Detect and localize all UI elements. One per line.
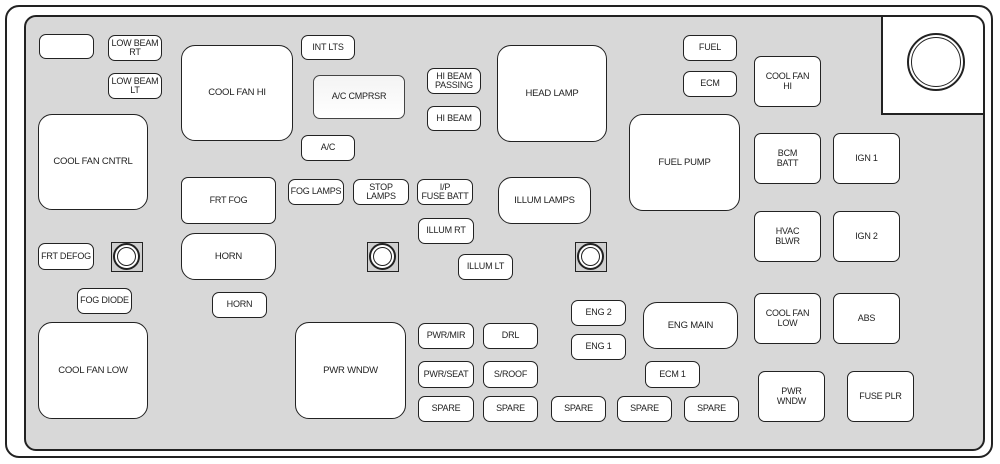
fuse-drl[interactable]: DRL xyxy=(483,323,538,349)
fuse-fuel[interactable]: FUEL xyxy=(683,35,737,61)
fuse-spare[interactable]: SPARE xyxy=(418,396,474,422)
fuse-low-beam-lt[interactable]: LOW BEAM LT xyxy=(108,73,162,99)
fuse-frt-defog[interactable]: FRT DEFOG xyxy=(38,243,94,270)
fuse-stop-lamps[interactable]: STOP LAMPS xyxy=(353,179,409,205)
fuse-horn[interactable]: HORN xyxy=(212,292,267,318)
fuse-fog-diode[interactable]: FOG DIODE xyxy=(77,288,132,314)
fuse-ac[interactable]: A/C xyxy=(301,135,355,161)
fuse-blank[interactable] xyxy=(39,34,94,59)
fuse-hi-beam-passing[interactable]: HI BEAM PASSING xyxy=(427,68,481,94)
stud-terminal-icon xyxy=(575,242,607,272)
relay-cool-fan-cntrl[interactable]: COOL FAN CNTRL xyxy=(38,114,148,210)
relay-ign-2[interactable]: IGN 2 xyxy=(833,211,900,262)
fuse-spare[interactable]: SPARE xyxy=(684,396,739,422)
relay-ac-cmprsr[interactable]: A/C CMPRSR xyxy=(313,75,405,119)
relay-cool-fan-low[interactable]: COOL FAN LOW xyxy=(38,322,148,419)
fuse-ip-fuse-batt[interactable]: I/P FUSE BATT xyxy=(417,179,473,205)
relay-fuel-pump[interactable]: FUEL PUMP xyxy=(629,114,740,211)
fuse-pwr-seat[interactable]: PWR/SEAT xyxy=(418,361,474,388)
relay-cool-fan-hi-small[interactable]: COOL FAN HI xyxy=(754,56,821,107)
relay-eng-main[interactable]: ENG MAIN xyxy=(643,302,738,349)
relay-bcm-batt[interactable]: BCM BATT xyxy=(754,133,821,184)
relay-cool-fan-low-small[interactable]: COOL FAN LOW xyxy=(754,293,821,344)
mounting-hole-icon xyxy=(907,33,965,91)
fuse-low-beam-rt[interactable]: LOW BEAM RT xyxy=(108,35,162,61)
relay-head-lamp[interactable]: HEAD LAMP xyxy=(497,45,607,142)
fuse-pwr-mir[interactable]: PWR/MIR xyxy=(418,323,474,349)
fuse-illum-rt[interactable]: ILLUM RT xyxy=(418,218,474,244)
stud-terminal-icon xyxy=(367,242,399,272)
fuse-spare[interactable]: SPARE xyxy=(617,396,672,422)
mounting-corner xyxy=(881,17,983,115)
relay-frt-fog[interactable]: FRT FOG xyxy=(181,177,276,224)
stud-terminal-icon xyxy=(111,242,143,272)
fuse-eng-2[interactable]: ENG 2 xyxy=(571,300,626,326)
fuse-ecm[interactable]: ECM xyxy=(683,71,737,97)
fuse-int-lts[interactable]: INT LTS xyxy=(301,35,355,60)
fuse-eng-1[interactable]: ENG 1 xyxy=(571,334,626,360)
fuse-s-roof[interactable]: S/ROOF xyxy=(483,361,538,388)
relay-illum-lamps[interactable]: ILLUM LAMPS xyxy=(498,177,591,224)
fuse-spare[interactable]: SPARE xyxy=(551,396,606,422)
relay-horn[interactable]: HORN xyxy=(181,233,276,280)
relay-abs[interactable]: ABS xyxy=(833,293,900,344)
relay-pwr-wndw-small[interactable]: PWR WNDW xyxy=(758,371,825,422)
relay-ign-1[interactable]: IGN 1 xyxy=(833,133,900,184)
fuse-spare[interactable]: SPARE xyxy=(483,396,538,422)
relay-hvac-blwr[interactable]: HVAC BLWR xyxy=(754,211,821,262)
fuse-ecm-1[interactable]: ECM 1 xyxy=(645,361,700,388)
relay-pwr-wndw[interactable]: PWR WNDW xyxy=(295,322,406,419)
fuse-illum-lt[interactable]: ILLUM LT xyxy=(458,254,513,280)
fuse-hi-beam[interactable]: HI BEAM xyxy=(427,106,481,131)
relay-cool-fan-hi[interactable]: COOL FAN HI xyxy=(181,45,293,141)
fuse-puller[interactable]: FUSE PLR xyxy=(847,371,914,422)
fuse-fog-lamps[interactable]: FOG LAMPS xyxy=(288,179,344,205)
